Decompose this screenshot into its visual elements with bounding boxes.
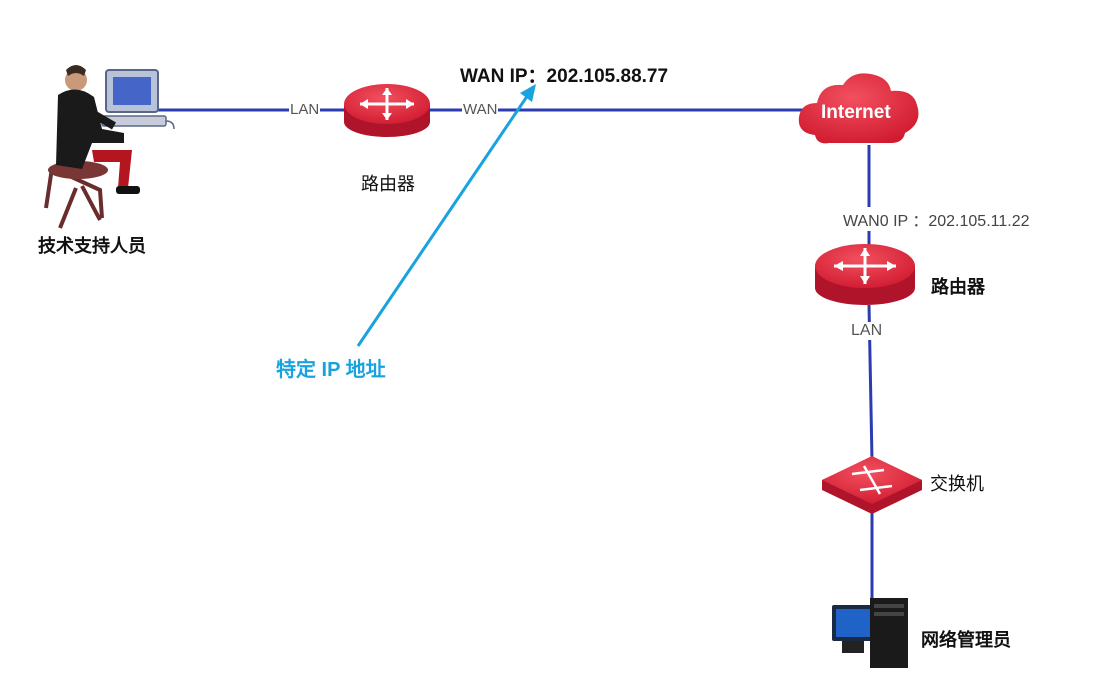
wan0-ip-label: WAN0 IP ：202.105.11.22 xyxy=(843,207,1030,231)
router-icon-right xyxy=(815,244,915,305)
admin-label: 网络管理员 xyxy=(921,630,1011,650)
switch-label: 交换机 xyxy=(930,474,984,494)
right-lan-port-label: LAN xyxy=(851,322,883,340)
router-icon-left xyxy=(344,84,430,137)
tech-support-label: 技术支持人员 xyxy=(38,236,146,256)
router-left-label: 路由器 xyxy=(361,174,415,194)
link-lines xyxy=(158,108,874,625)
cloud-icon xyxy=(798,73,919,144)
internet-label: Internet xyxy=(821,102,891,123)
person-at-computer-icon xyxy=(44,65,175,229)
left-wan-port-label: WAN xyxy=(462,101,499,118)
left-lan-port-label: LAN xyxy=(289,101,321,118)
specific-ip-annotation: 特定 IP 地址 xyxy=(276,359,386,381)
wan-ip-label: WAN IP：202.105.88.77 xyxy=(460,66,669,87)
annotation-arrow xyxy=(356,84,536,347)
router-right-label: 路由器 xyxy=(931,277,985,297)
switch-icon xyxy=(822,456,922,514)
desktop-computer-icon xyxy=(832,598,908,668)
